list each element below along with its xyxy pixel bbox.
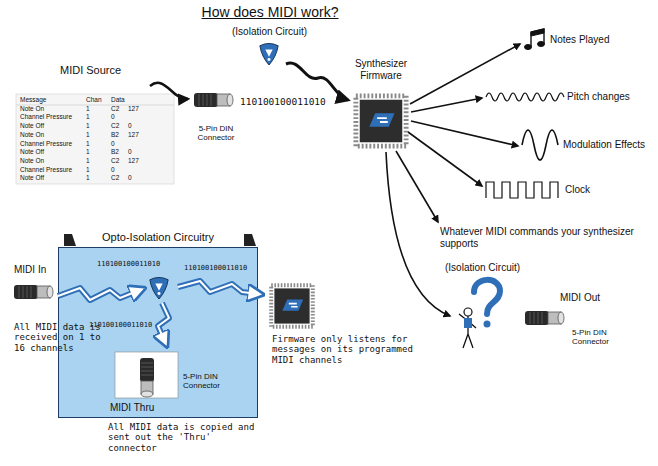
midi-table — [16, 94, 174, 184]
flow-arrow — [286, 63, 348, 100]
question-figure — [459, 280, 500, 348]
output-label: Pitch changes — [567, 91, 630, 103]
table-cell: 1 — [86, 166, 90, 173]
connector-label: 5-Pin DIN Connector — [572, 328, 632, 346]
binary-data: 110100100011010 — [240, 97, 326, 108]
note-text: All MIDI data is received on 1 to 16 cha… — [14, 322, 106, 353]
port-label: MIDI Thru — [110, 402, 154, 414]
output-label: Modulation Effects — [563, 139, 645, 151]
table-cell: B2 — [111, 148, 119, 155]
diagram-title: How does MIDI work? — [170, 4, 370, 20]
table-cell: 0 — [111, 166, 115, 173]
table-cell: Channel Pressure — [20, 166, 72, 173]
table-cell: Note On — [20, 131, 44, 138]
table-cell: 1 — [86, 113, 90, 120]
table-cell: 1 — [86, 131, 90, 138]
panel-heading: Opto-Isolation Circuitry — [59, 231, 257, 244]
port-label: MIDI Out — [560, 292, 600, 304]
table-cell: 0 — [128, 148, 132, 155]
firmware-chip — [356, 96, 406, 146]
table-cell: 1 — [86, 174, 90, 181]
table-cell: 127 — [128, 105, 139, 112]
table-cell: Channel Pressure — [20, 113, 72, 120]
isolation-icon — [260, 43, 278, 65]
table-cell: Note Off — [20, 148, 44, 155]
pitch-wave — [486, 93, 564, 101]
table-cell: 1 — [86, 140, 90, 147]
table-cell: 0 — [111, 113, 115, 120]
table-cell: 1 — [86, 157, 90, 164]
notes-icon — [525, 29, 545, 50]
note-text: Firmware only listens for messages on it… — [272, 334, 437, 365]
isolation-label: (Isolation Circuit) — [445, 262, 520, 274]
table-cell: Note Off — [20, 122, 44, 129]
output-arrows — [386, 44, 520, 316]
table-header: Chan — [86, 96, 102, 103]
binary-data: 110100100011010 — [97, 260, 160, 268]
table-cell: 0 — [128, 174, 132, 181]
isolation-label: (Isolation Circuit) — [222, 26, 317, 38]
table-cell: C2 — [111, 105, 119, 112]
table-cell: C2 — [111, 122, 119, 129]
din-connector — [194, 93, 233, 107]
connector-label: 5-Pin DIN Connector — [183, 372, 235, 390]
table-cell: 1 — [86, 105, 90, 112]
table-cell: 0 — [111, 140, 115, 147]
output-label: Notes Played — [550, 34, 609, 46]
note-text: Whatever MIDI commands your synthesizer … — [440, 226, 645, 249]
flow-arrow — [150, 83, 188, 99]
table-cell: Note Off — [20, 174, 44, 181]
table-cell: 1 — [86, 122, 90, 129]
din-connector — [525, 311, 564, 325]
table-header: Data — [111, 96, 125, 103]
table-cell: 127 — [128, 157, 139, 164]
firmware-label: Synthesizer Firmware — [346, 58, 416, 81]
table-cell: 127 — [128, 131, 139, 138]
table-cell: Note On — [20, 105, 44, 112]
note-text: All MIDI data is copied and sent out the… — [108, 422, 258, 453]
table-cell: C2 — [111, 174, 119, 181]
firmware-chip — [271, 285, 313, 327]
table-cell: Channel Pressure — [20, 140, 72, 147]
output-label: Clock — [565, 184, 590, 196]
din-connector — [14, 285, 53, 299]
source-label: MIDI Source — [60, 64, 121, 77]
binary-data: 110100100011010 — [184, 264, 247, 272]
table-cell: 0 — [128, 122, 132, 129]
port-label: MIDI In — [14, 264, 46, 276]
table-cell: 1 — [86, 148, 90, 155]
table-cell: B2 — [111, 131, 119, 138]
table-header: Message — [20, 96, 46, 103]
table-cell: C2 — [111, 157, 119, 164]
connector-label: 5-Pin DIN Connector — [190, 124, 242, 142]
table-cell: Note On — [20, 157, 44, 164]
clock-wave — [486, 182, 558, 198]
modulation-wave — [522, 130, 558, 160]
